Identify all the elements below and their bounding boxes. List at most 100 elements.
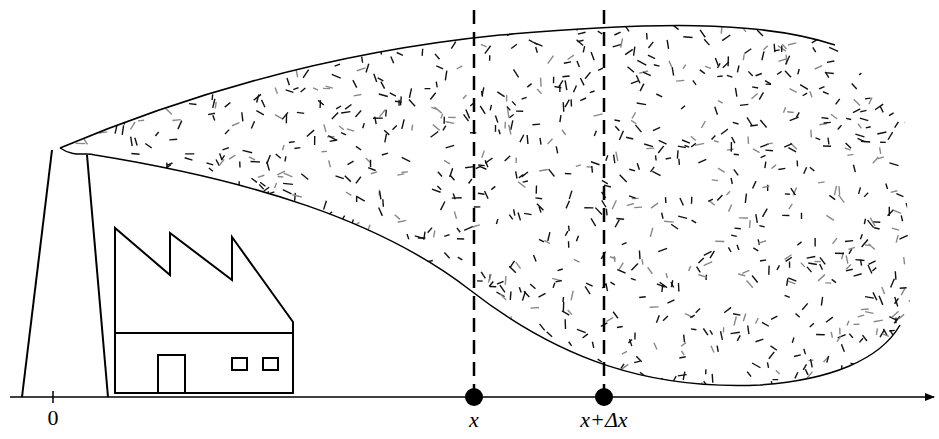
smoke-particle xyxy=(653,127,660,130)
smoke-particle xyxy=(762,186,769,188)
smoke-particle xyxy=(421,49,423,56)
smoke-particle xyxy=(853,109,860,113)
smoke-particle xyxy=(752,87,758,88)
smoke-particle xyxy=(900,370,905,377)
smoke-particle xyxy=(281,58,284,64)
smoke-particle xyxy=(315,227,319,230)
smoke-particle xyxy=(738,391,743,393)
smoke-particle xyxy=(896,194,903,197)
smoke-particle xyxy=(453,193,455,199)
smoke-particle xyxy=(232,123,239,126)
smoke-particle xyxy=(443,117,445,124)
smoke-particle xyxy=(749,220,751,228)
smoke-particle xyxy=(769,352,774,359)
smoke-particle xyxy=(810,91,812,97)
smoke-particle xyxy=(656,94,662,97)
smoke-particle xyxy=(477,280,483,282)
smoke-particle xyxy=(563,302,565,311)
smoke-particle xyxy=(695,143,704,145)
smoke-particle xyxy=(309,298,310,306)
smoke-particle xyxy=(602,180,608,184)
smoke-particle xyxy=(322,313,324,321)
smoke-particle xyxy=(908,389,910,394)
smoke-particle xyxy=(68,369,73,374)
smoke-particle xyxy=(289,63,294,65)
smoke-particle xyxy=(481,353,487,359)
smoke-particle xyxy=(174,359,182,363)
smoke-particle xyxy=(256,31,260,35)
smoke-particle xyxy=(504,393,511,396)
smoke-particle xyxy=(282,29,290,35)
smoke-particle xyxy=(298,385,308,387)
smoke-particle xyxy=(785,193,790,195)
smoke-particle xyxy=(273,287,277,292)
smoke-particle xyxy=(717,195,722,201)
smoke-particle xyxy=(895,122,899,128)
smoke-particle xyxy=(743,314,745,322)
smoke-particle xyxy=(683,65,686,69)
smoke-particle xyxy=(845,378,854,380)
smoke-particle xyxy=(739,217,748,219)
smoke-particle xyxy=(678,375,687,376)
smoke-particle xyxy=(562,297,564,302)
smoke-particle xyxy=(671,280,672,287)
smoke-particle xyxy=(515,158,517,164)
smoke-particle xyxy=(629,169,635,171)
smoke-particle xyxy=(512,101,516,105)
smoke-particle xyxy=(636,356,641,362)
smoke-particle xyxy=(860,118,868,120)
smoke-particle xyxy=(139,341,147,346)
smoke-particle xyxy=(814,238,815,247)
smoke-particle xyxy=(697,267,701,273)
smoke-particle xyxy=(118,223,122,229)
smoke-particle xyxy=(841,344,844,351)
smoke-particle xyxy=(740,104,748,105)
smoke-particle xyxy=(552,278,561,281)
smoke-particle xyxy=(559,85,560,92)
smoke-particle xyxy=(803,93,807,96)
smoke-particle xyxy=(767,362,768,367)
smoke-particle xyxy=(301,174,308,180)
smoke-particle xyxy=(855,134,864,137)
smoke-particle xyxy=(658,146,664,153)
smoke-particle xyxy=(520,337,523,345)
smoke-particle xyxy=(788,43,796,45)
smoke-particle xyxy=(613,44,622,46)
smoke-particle xyxy=(616,218,624,220)
smoke-particle xyxy=(865,297,874,298)
smoke-particle xyxy=(321,151,327,153)
smoke-particle xyxy=(476,349,481,357)
smoke-particle xyxy=(457,238,464,240)
smoke-particle xyxy=(777,71,782,74)
smoke-particle xyxy=(659,140,667,144)
smoke-particle xyxy=(888,73,893,75)
smoke-particle xyxy=(506,95,507,101)
smoke-particle xyxy=(169,139,177,141)
smoke-particle xyxy=(373,313,378,316)
smoke-particle xyxy=(858,315,864,317)
smoke-particle xyxy=(247,63,254,65)
smoke-particle xyxy=(591,52,594,60)
smoke-particle xyxy=(723,327,725,332)
smoke-particle xyxy=(540,78,542,87)
smoke-particle xyxy=(70,240,76,245)
smoke-particle xyxy=(802,303,807,309)
smoke-particle xyxy=(191,223,201,225)
smoke-particle xyxy=(731,178,732,184)
smoke-particle xyxy=(382,199,384,207)
smoke-particle xyxy=(807,256,816,258)
smoke-particle xyxy=(358,44,360,49)
smoke-particle xyxy=(122,66,127,70)
smoke-particle xyxy=(284,298,285,304)
smoke-particle xyxy=(357,271,362,277)
smoke-particle xyxy=(753,149,760,153)
smoke-particle xyxy=(778,59,787,62)
smoke-particle xyxy=(259,46,265,48)
smoke-particle xyxy=(503,329,506,337)
smoke-particle xyxy=(549,169,555,176)
smoke-particle xyxy=(435,54,439,59)
smoke-particle xyxy=(563,102,565,112)
smoke-particle xyxy=(287,78,289,85)
smoke-particle xyxy=(650,306,659,308)
smoke-particle xyxy=(221,209,229,212)
